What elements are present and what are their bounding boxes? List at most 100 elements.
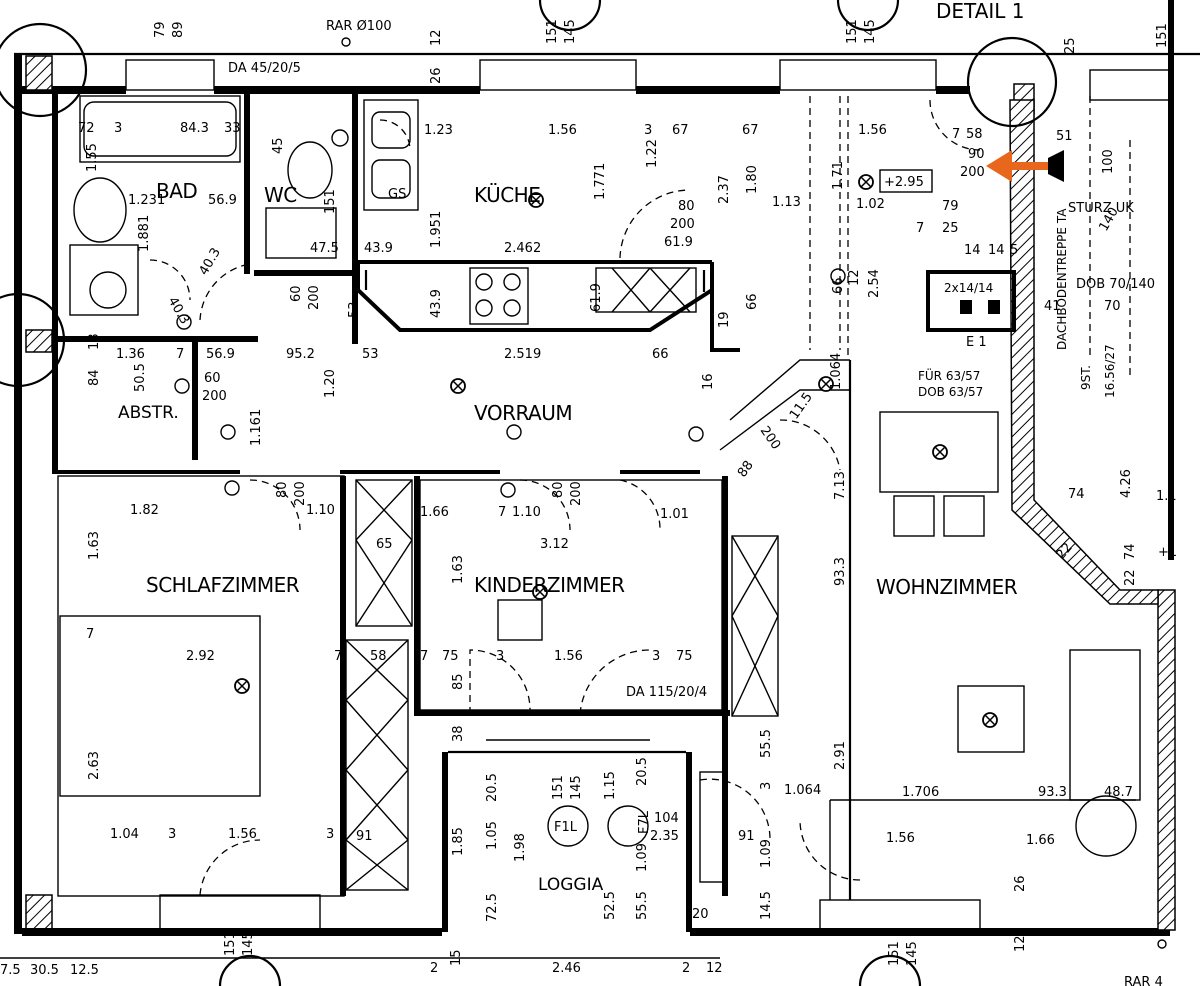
box-label: 2x14/14 <box>944 281 993 295</box>
dim: 3 <box>168 827 176 842</box>
dim: 7 <box>952 127 960 142</box>
dim: 1.02 <box>856 197 885 212</box>
dim: 1.66 <box>420 505 449 520</box>
dim: 2.35 <box>650 829 679 844</box>
dim: 12.5 <box>70 963 99 978</box>
dim: 7 <box>420 649 428 664</box>
light-fixture-icon <box>234 678 250 694</box>
fuer-label: FÜR 63/57 <box>918 367 980 383</box>
dim: 200 <box>569 481 584 506</box>
dim: 1.98 <box>513 833 528 862</box>
dim: 1.63 <box>87 531 102 560</box>
light-fixture-icon <box>982 712 998 728</box>
dim: 1.10 <box>306 503 335 518</box>
dim: 1.13 <box>772 195 801 210</box>
dim: 1.1 <box>1156 489 1177 504</box>
dim: 1.881 <box>137 215 152 252</box>
light-fixture-icon <box>858 174 874 190</box>
dim: 53 <box>362 347 379 362</box>
dim: 95.2 <box>286 347 315 362</box>
dim: 200 <box>757 424 784 453</box>
dim: 1.231 <box>128 193 165 208</box>
dim: 1.55 <box>85 143 100 172</box>
dim: 200 <box>307 285 322 310</box>
dim: 40.3 <box>196 245 223 278</box>
dim: 48.7 <box>1104 785 1133 800</box>
dim: 3 <box>496 649 504 664</box>
dim: 2.91 <box>833 741 848 770</box>
dim: 2.92 <box>186 649 215 664</box>
dim: 145 <box>241 931 256 956</box>
dim: 84.3 <box>180 121 209 136</box>
dim: 200 <box>960 165 985 180</box>
dim: 90 <box>968 147 985 162</box>
dachboden-label: DACHBODENTREPPE TA <box>1055 208 1069 350</box>
dim: 72 <box>78 121 95 136</box>
dim: 3 <box>759 782 774 790</box>
dim: 65 <box>376 537 393 552</box>
annotations: DETAIL 1 RAR Ø100 RAR 4 DA 45/20/5 DA 11… <box>228 0 1177 986</box>
dim: 2.63 <box>87 751 102 780</box>
dim: 75 <box>442 649 459 664</box>
hidden-lines <box>809 96 1131 380</box>
dim: 1.064 <box>784 783 821 798</box>
dimensions: 79 89 12 26 151 145 151 145 25 151 72 3 … <box>0 19 1177 978</box>
dim: 151 <box>223 931 238 956</box>
dim: 7 <box>498 505 506 520</box>
dim: 60 <box>289 285 304 302</box>
dim: 33 <box>224 121 241 136</box>
dim: 100 <box>1101 149 1116 174</box>
dim: 93.3 <box>833 557 848 586</box>
dim: 145 <box>569 775 584 800</box>
dim: 1.04 <box>110 827 139 842</box>
dim: 2.46 <box>552 961 581 976</box>
dim: 2.462 <box>504 241 541 256</box>
detail-title: DETAIL 1 <box>936 0 1025 23</box>
dim: 14.5 <box>759 891 774 920</box>
dim: 45 <box>271 137 286 154</box>
dim: 151 <box>845 19 860 44</box>
dim: 1.56 <box>228 827 257 842</box>
dim: 67 <box>672 123 689 138</box>
room-vorraum: VORRAUM <box>474 401 572 425</box>
dim: 151 <box>323 189 338 214</box>
dim: 20.5 <box>485 773 500 802</box>
dim: 1.01 <box>660 507 689 522</box>
gs-label: GS <box>388 187 406 202</box>
dim: 67 <box>742 123 759 138</box>
dim: 58 <box>370 649 387 664</box>
dim: 66 <box>745 293 760 310</box>
dim: 1.706 <box>902 785 939 800</box>
dim: 26 <box>429 67 444 84</box>
light-fixture-icon <box>932 444 948 460</box>
dim: 14 <box>988 243 1005 258</box>
dim: 1.80 <box>745 165 760 194</box>
dim: 1.23 <box>424 123 453 138</box>
dim: 25 <box>942 221 959 236</box>
dim: 7.5 <box>0 963 21 978</box>
dim: 75 <box>676 649 693 664</box>
dim: 5 <box>1010 243 1018 258</box>
dim: 91 <box>356 829 373 844</box>
dim: 20.5 <box>635 757 650 786</box>
dim: 55.5 <box>635 891 650 920</box>
dim: 79 <box>942 199 959 214</box>
da-mid: DA 115/20/4 <box>626 685 707 700</box>
dim: 200 <box>202 389 227 404</box>
dim: 151 <box>551 775 566 800</box>
dim: 7 <box>334 649 342 664</box>
dim: 1.63 <box>451 555 466 584</box>
dim: 38 <box>451 725 466 742</box>
f1l-label: F1L <box>554 820 578 835</box>
dim: 50.5 <box>133 363 148 392</box>
level2-label: +1 <box>1158 545 1177 560</box>
room-kinderzimmer: KINDERZIMMER <box>474 573 625 597</box>
dim: 11.5 <box>787 390 816 422</box>
dim: 53 <box>347 301 362 318</box>
dim: 145 <box>905 941 920 966</box>
dim: 89 <box>171 21 186 38</box>
dim: 74 <box>1123 543 1138 560</box>
dim: 19 <box>717 311 732 328</box>
sturz-label: STURZ UK <box>1068 201 1134 216</box>
dim: 85 <box>451 673 466 690</box>
